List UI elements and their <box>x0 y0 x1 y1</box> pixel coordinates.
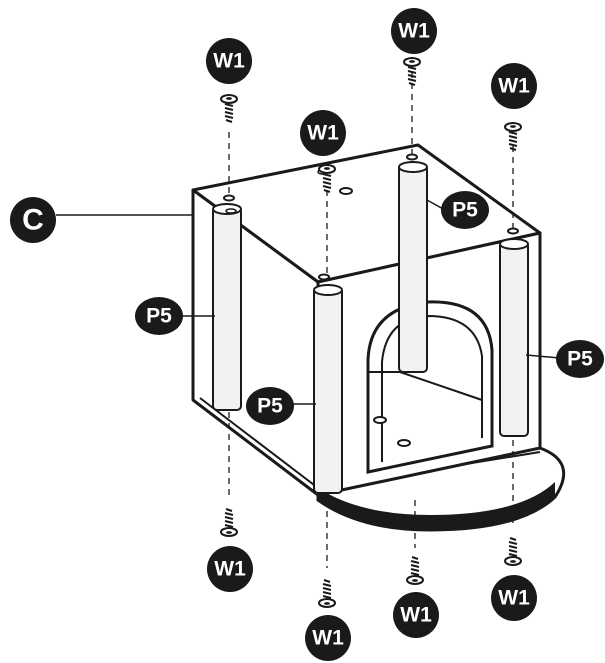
dowel-pin-front-left <box>313 273 343 494</box>
top-hole <box>339 187 353 195</box>
dowel-pin-back-left <box>212 194 242 411</box>
screw-label: W1 <box>398 20 430 43</box>
screw-label: W1 <box>307 122 339 145</box>
screw-callout: W1 <box>206 38 252 84</box>
screw-callout: W1 <box>393 592 439 638</box>
screw-icon <box>220 508 238 537</box>
pin-label: P5 <box>146 305 172 328</box>
screw-callout: W1 <box>305 615 351 661</box>
pin-label: P5 <box>257 395 283 418</box>
part-c-label: C <box>22 204 44 237</box>
pin-label: P5 <box>452 199 478 222</box>
pin-label: P5 <box>567 348 593 371</box>
box-body <box>191 143 542 498</box>
pin-callout: P5 <box>441 191 489 229</box>
screw-icon <box>318 579 336 608</box>
screw-icon <box>406 556 424 585</box>
screw-label: W1 <box>312 627 344 650</box>
screw-icon <box>504 537 522 566</box>
pin-callout: P5 <box>246 387 294 425</box>
dowel-pin-front-right <box>499 227 529 437</box>
pin-callout: P5 <box>556 340 604 378</box>
screw-callout: W1 <box>207 546 253 592</box>
screw-icon <box>504 122 522 151</box>
screw-callout: W1 <box>491 575 537 621</box>
part-c-callout: C <box>10 197 56 243</box>
screw-callout: W1 <box>300 110 346 156</box>
screw-label: W1 <box>498 587 530 610</box>
screw-label: W1 <box>214 558 246 581</box>
dowel-pin-back-center <box>398 153 428 373</box>
screw-callout: W1 <box>391 8 437 54</box>
screw-label: W1 <box>213 50 245 73</box>
screw-callout: W1 <box>491 63 537 109</box>
screw-icon <box>220 94 238 123</box>
screw-icon <box>403 57 421 86</box>
screw-label: W1 <box>400 604 432 627</box>
pin-callout: P5 <box>135 297 183 335</box>
screw-label: W1 <box>498 75 530 98</box>
alignment-lines <box>228 72 514 568</box>
